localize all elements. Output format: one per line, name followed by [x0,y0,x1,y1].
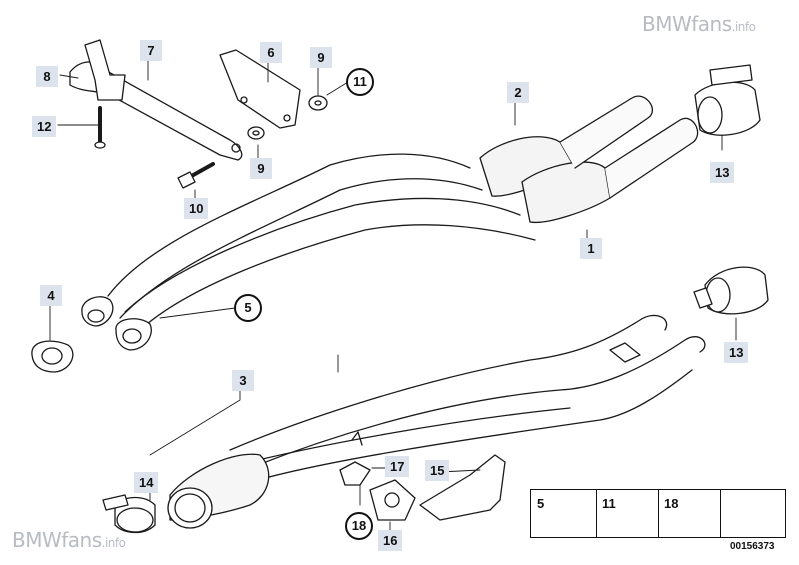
legend-item-reference[interactable] [720,490,784,537]
callout-11[interactable]: 11 [346,68,374,96]
callout-9-upper[interactable]: 9 [310,47,332,68]
watermark-bottom: BMWfans.info [12,528,126,552]
legend-number: 5 [537,496,545,511]
callout-1[interactable]: 1 [580,238,602,259]
rear-pipe-lower [167,314,706,529]
legend-item-18[interactable]: 18 [658,490,721,537]
callout-4[interactable]: 4 [40,285,62,306]
callout-18[interactable]: 18 [345,512,373,540]
callout-13-lower[interactable]: 13 [724,342,749,363]
callout-9-lower[interactable]: 9 [250,158,272,179]
legend-item-11[interactable]: 11 [596,490,659,537]
callout-12[interactable]: 12 [32,116,57,137]
callout-15[interactable]: 15 [425,460,450,481]
legend-item-5[interactable]: 5 [531,490,597,537]
watermark-top: BMWfans.info [642,12,756,36]
legend-number: 18 [664,496,679,511]
brackets [69,39,301,161]
hardware-legend: 5 11 18 [530,489,786,538]
callout-7[interactable]: 7 [140,40,162,61]
callout-10[interactable]: 10 [184,198,209,219]
callout-3[interactable]: 3 [232,370,254,391]
legend-number: 11 [602,496,616,511]
callout-2[interactable]: 2 [507,82,529,103]
callout-5[interactable]: 5 [234,294,262,322]
callout-14[interactable]: 14 [134,472,159,493]
hardware [31,64,769,534]
callout-17[interactable]: 17 [385,456,410,477]
callout-8[interactable]: 8 [36,66,58,87]
callout-16[interactable]: 16 [378,530,403,551]
callout-6[interactable]: 6 [260,42,282,63]
callout-13-upper[interactable]: 13 [710,162,735,183]
document-number: 00156373 [730,541,775,552]
front-pipe-upper [81,95,699,351]
